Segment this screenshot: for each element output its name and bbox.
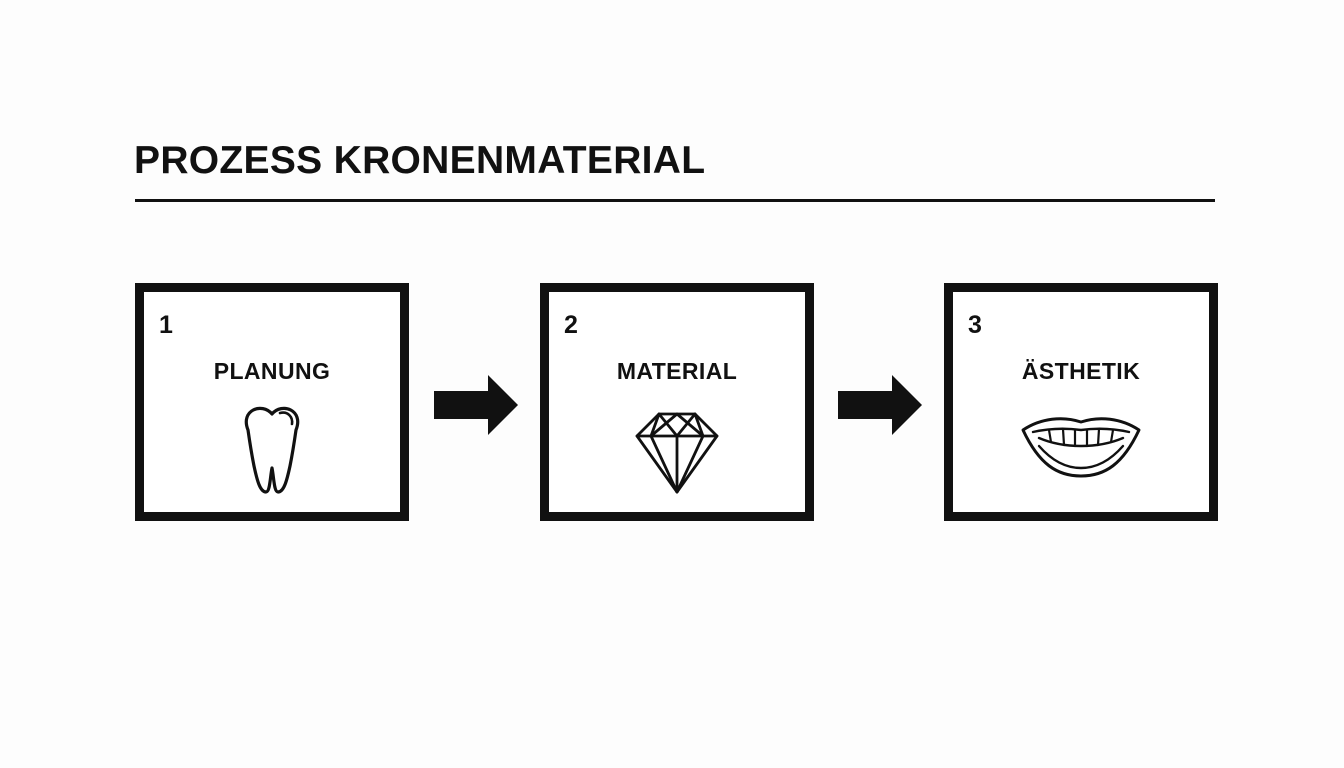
step-label: MATERIAL	[616, 358, 738, 384]
arrow-right-icon	[434, 375, 518, 435]
step-box-material: 2 MATERIAL	[540, 283, 814, 521]
smile-icon	[1021, 417, 1141, 478]
step-label: ÄSTHETIK	[1021, 358, 1141, 384]
tooth-icon	[244, 406, 300, 494]
diagram-title: PROZESS KRONENMATERIAL	[134, 139, 706, 182]
title-divider	[135, 199, 1215, 202]
step-number: 2	[564, 311, 578, 339]
step-label: PLANUNG	[213, 358, 331, 384]
step-box-aesthetik: 3 ÄSTHETIK	[944, 283, 1218, 521]
step-number: 1	[159, 311, 173, 339]
step-box-planung: 1 PLANUNG	[135, 283, 409, 521]
arrow-right-icon	[838, 375, 922, 435]
step-number: 3	[968, 311, 982, 339]
diamond-icon	[635, 412, 719, 494]
